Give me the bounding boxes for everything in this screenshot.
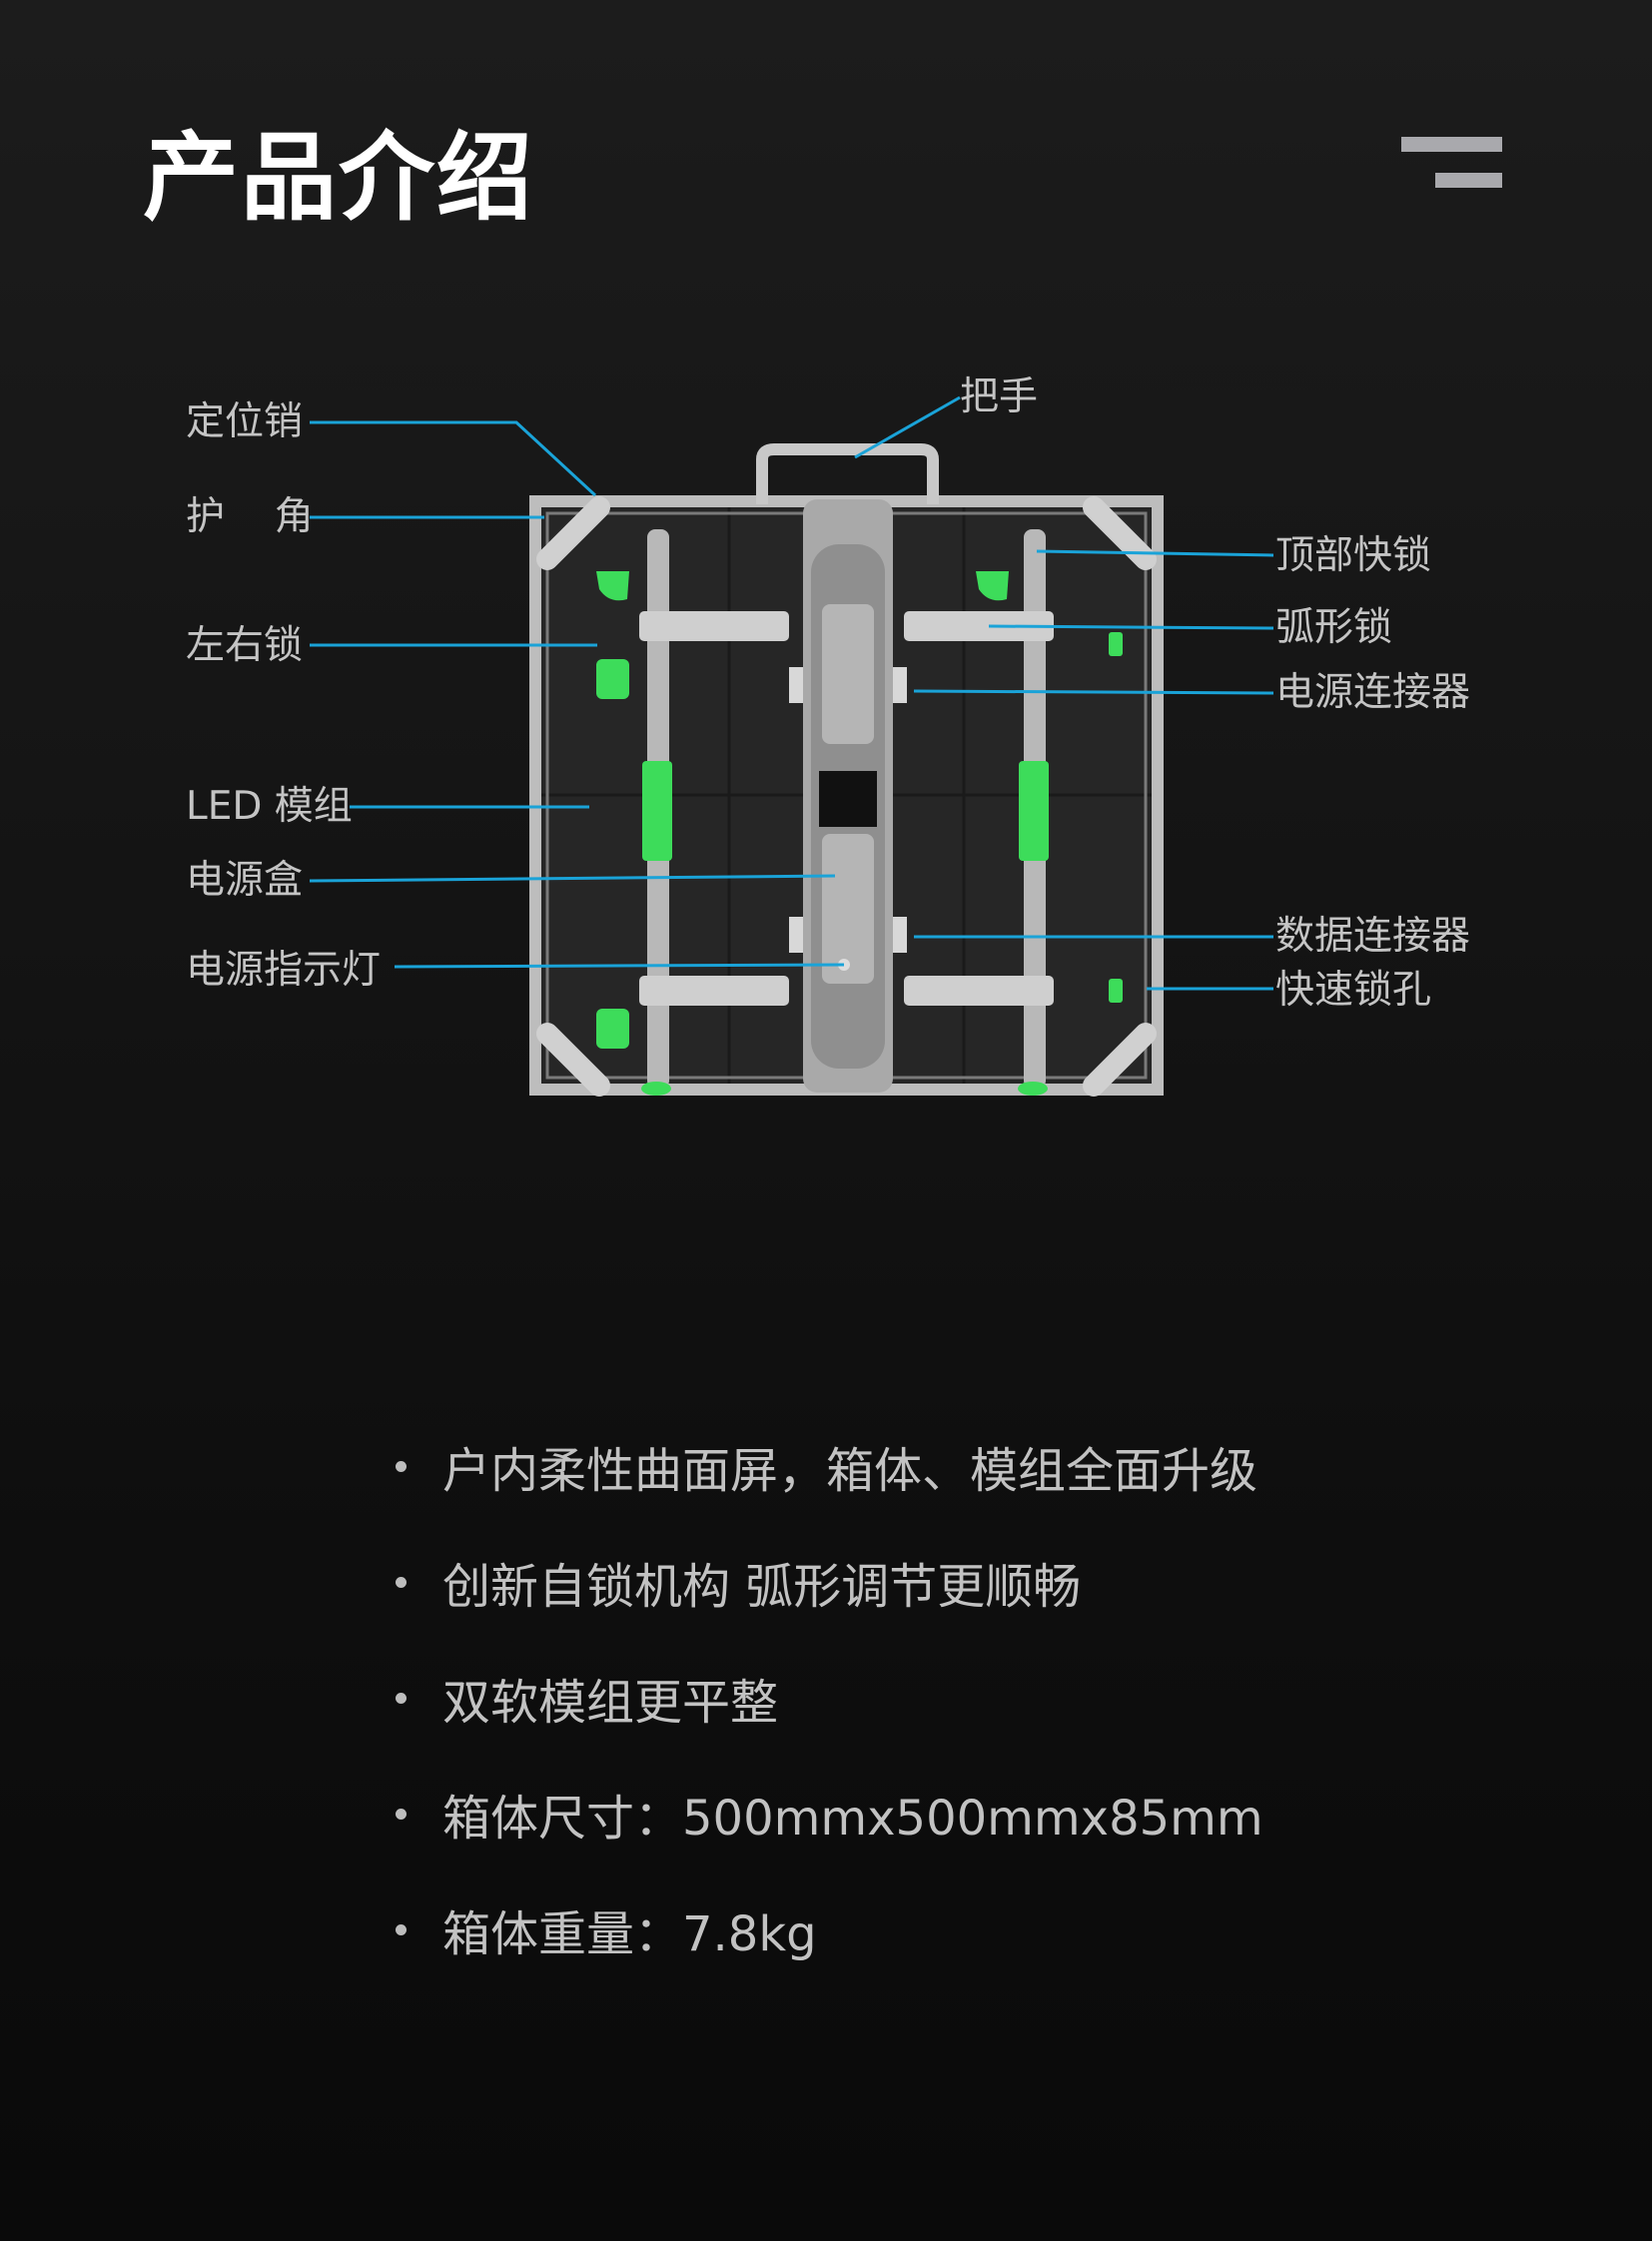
- bullet-dot-icon: [396, 1576, 407, 1588]
- feature-text: 户内柔性曲面屏，箱体、模组全面升级: [442, 1443, 1258, 1499]
- bullet-dot-icon: [396, 1460, 407, 1472]
- feature-text: 箱体尺寸：500mmx500mmx85mm: [442, 1791, 1263, 1847]
- bullet-dot-icon: [396, 1808, 407, 1820]
- label-quick-lock-hole: 快速锁孔: [1275, 968, 1432, 1013]
- label-positioning-pin: 定位销: [186, 399, 304, 444]
- label-corner-guard: 护 角: [186, 494, 314, 539]
- menu-lines-icon[interactable]: [1401, 137, 1502, 188]
- bullet-dot-icon: [396, 1692, 407, 1704]
- page-title: 产品介绍: [143, 122, 534, 234]
- label-side-lock: 左右锁: [186, 623, 304, 668]
- feature-list: 户内柔性曲面屏，箱体、模组全面升级 创新自锁机构 弧形调节更顺畅 双软模组更平整…: [396, 1408, 1263, 1987]
- feature-item: 创新自锁机构 弧形调节更顺畅: [396, 1524, 1263, 1640]
- feature-item: 户内柔性曲面屏，箱体、模组全面升级: [396, 1408, 1263, 1524]
- label-power-indicator: 电源指示灯: [186, 948, 382, 993]
- label-top-quick-lock: 顶部快锁: [1275, 533, 1432, 578]
- feature-text: 创新自锁机构 弧形调节更顺畅: [442, 1559, 1082, 1615]
- label-handle: 把手: [960, 374, 1039, 419]
- bullet-dot-icon: [396, 1923, 407, 1935]
- feature-item: 双软模组更平整: [396, 1640, 1263, 1756]
- feature-item: 箱体重量：7.8kg: [396, 1871, 1263, 1987]
- led-cabinet-image: [529, 443, 1164, 1097]
- label-led-module: LED 模组: [186, 784, 353, 829]
- label-data-connector: 数据连接器: [1275, 914, 1471, 959]
- label-power-box: 电源盒: [186, 858, 304, 903]
- feature-item: 箱体尺寸：500mmx500mmx85mm: [396, 1756, 1263, 1871]
- label-arc-lock: 弧形锁: [1275, 605, 1393, 650]
- feature-text: 箱体重量：7.8kg: [442, 1906, 817, 1962]
- leader-lines: [309, 395, 1274, 991]
- feature-text: 双软模组更平整: [442, 1675, 779, 1731]
- label-power-connector: 电源连接器: [1275, 670, 1471, 715]
